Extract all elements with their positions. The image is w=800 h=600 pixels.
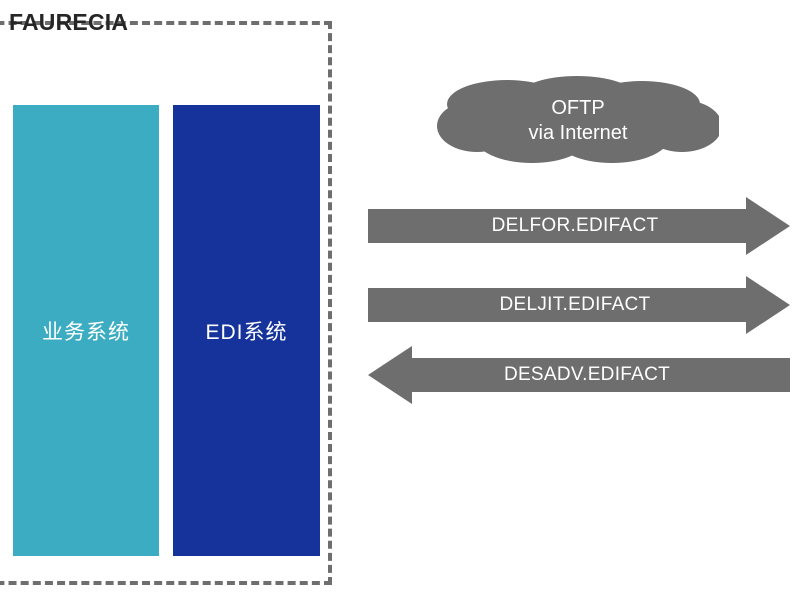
company-boundary: [0, 21, 332, 585]
company-title: FAURECIA: [9, 9, 129, 35]
business-system-box[interactable]: 业务系统: [13, 105, 159, 556]
message-arrow-desadv[interactable]: DESADV.EDIFACT: [366, 340, 792, 410]
oftp-cloud-shape: OFTP via Internet: [437, 74, 719, 166]
business-system-label: 业务系统: [42, 320, 130, 344]
edi-system-box[interactable]: EDI系统: [173, 105, 320, 556]
message-arrow-delfor[interactable]: DELFOR.EDIFACT: [366, 191, 792, 261]
message-arrow-deljit[interactable]: DELJIT.EDIFACT: [366, 270, 792, 340]
edi-system-label: EDI系统: [205, 320, 288, 344]
